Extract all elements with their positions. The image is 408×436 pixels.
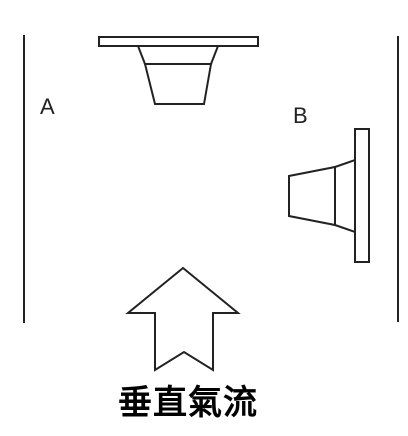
diffuser-a-body: [143, 63, 213, 105]
diffuser-b: [288, 128, 370, 263]
diffuser-b-body: [288, 165, 336, 227]
diffuser-a: [98, 36, 259, 105]
diffuser-a-flange: [136, 45, 220, 65]
diffuser-a-plate: [98, 36, 259, 47]
diffuser-b-plate: [354, 128, 370, 263]
caption-vertical-airflow: 垂直氣流: [118, 383, 258, 423]
airflow-arrow-icon: [125, 266, 241, 372]
diffuser-b-flange: [334, 158, 356, 234]
label-b: B: [293, 103, 308, 128]
label-a: A: [40, 94, 55, 119]
